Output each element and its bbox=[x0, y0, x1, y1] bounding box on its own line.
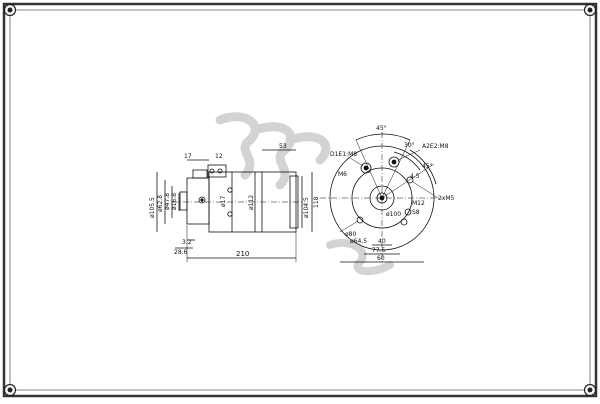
dim-angle-30: 30° bbox=[404, 142, 415, 149]
side-bolt bbox=[227, 187, 233, 193]
dim-118: 118 bbox=[313, 196, 320, 208]
side-terminal-block bbox=[207, 164, 227, 178]
angle-arc-30 bbox=[393, 151, 421, 171]
dim-dia-17: ø17 bbox=[220, 196, 227, 207]
dim-28-6: 28.6 bbox=[174, 249, 188, 256]
dim-dia-100: ø100 bbox=[386, 211, 401, 218]
dim-4-5: 4.5 bbox=[410, 173, 420, 180]
dim-3-2: 3.2 bbox=[182, 239, 192, 246]
dim-angle-45b: 45° bbox=[422, 163, 433, 170]
label-m6: M6 bbox=[338, 171, 347, 178]
dim-m12: M12 bbox=[412, 200, 425, 207]
corner-marker-top-right bbox=[583, 3, 597, 17]
end-stud-m6 bbox=[404, 208, 412, 216]
side-terminal-b bbox=[217, 168, 223, 174]
inner-border bbox=[9, 9, 591, 391]
end-stud-m5 bbox=[406, 176, 414, 184]
dim-77-5: 77.5 bbox=[372, 247, 386, 254]
side-flange-top bbox=[192, 169, 208, 179]
dim-dia-47-8: ø47.8 bbox=[164, 193, 171, 210]
angle-arc-45 bbox=[355, 133, 411, 141]
dim-40: 40 bbox=[378, 238, 386, 245]
corner-marker-bottom-right bbox=[583, 383, 597, 397]
dim-top-53: 53 bbox=[279, 143, 287, 150]
dim-dia-64-5: ø64.5 bbox=[350, 238, 367, 245]
dim-s8: S8 bbox=[412, 209, 420, 216]
dim-dia-62-8: ø62.8 bbox=[157, 195, 164, 212]
dim-dia-104-5: ø104.5 bbox=[303, 197, 310, 218]
corner-marker-top-left bbox=[3, 3, 17, 17]
end-terminal-a2e2 bbox=[388, 156, 400, 168]
end-view bbox=[320, 132, 442, 263]
dim-top-17: 17 bbox=[184, 153, 192, 160]
angle-arc-45b bbox=[409, 149, 437, 185]
dim-60: 60 bbox=[377, 255, 385, 262]
dim-length-210: 210 bbox=[236, 250, 249, 258]
side-bolt bbox=[227, 211, 233, 217]
side-terminal-a bbox=[209, 168, 215, 174]
side-hub bbox=[198, 196, 206, 204]
side-view bbox=[156, 149, 313, 262]
watermark-logo bbox=[215, 112, 394, 276]
dim-dia-80: ø80 bbox=[345, 231, 356, 238]
side-shaft-stub bbox=[179, 191, 188, 211]
dim-top-12: 12 bbox=[215, 153, 223, 160]
label-thread-a2e2: A2E2:M8 bbox=[422, 143, 449, 150]
label-thread-d1e1: D1E1:M8 bbox=[330, 151, 357, 158]
end-terminal-d1e1 bbox=[360, 162, 372, 174]
outer-border bbox=[2, 2, 598, 398]
dim-dia-112: ø112 bbox=[248, 195, 255, 210]
corner-marker-bottom-left bbox=[3, 383, 17, 397]
side-flange bbox=[186, 177, 210, 225]
dim-dia-105-5: ø105.5 bbox=[149, 197, 156, 218]
label-thread-2xm5: 2xM5 bbox=[438, 195, 455, 202]
dim-angle-45: 45° bbox=[376, 125, 387, 132]
dim-dia-16-8: ø16.8 bbox=[171, 193, 178, 210]
